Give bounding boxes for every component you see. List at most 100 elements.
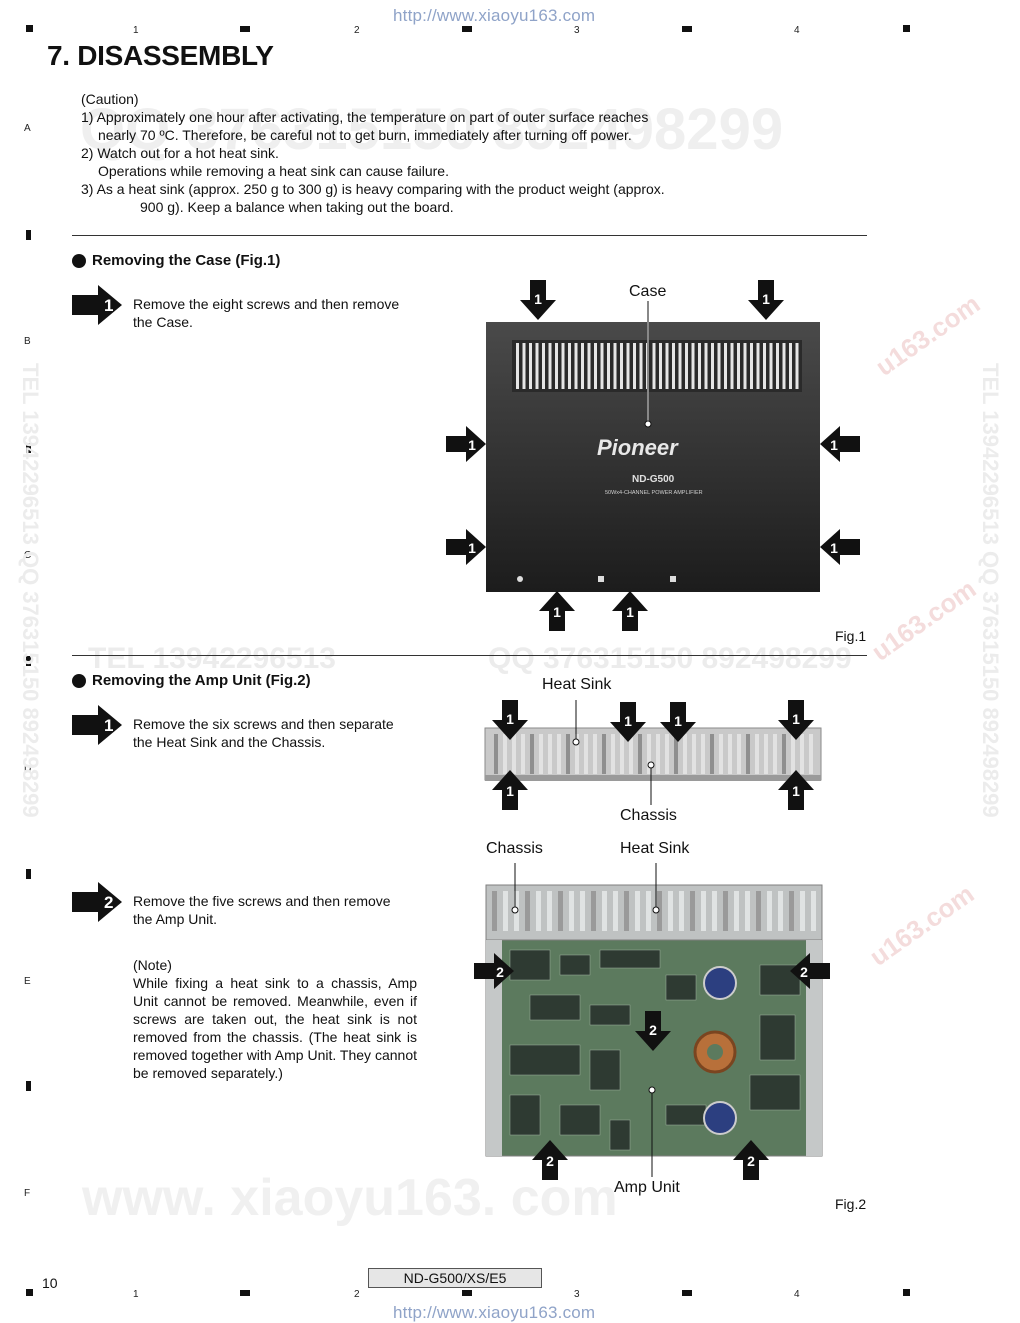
fin <box>593 734 597 774</box>
component <box>665 974 697 1001</box>
header-url[interactable]: http://www.xiaoyu163.com <box>393 6 596 25</box>
screw-arrow-icon: 1 <box>520 280 556 320</box>
fin <box>719 734 723 774</box>
heat-sink-side <box>484 727 822 781</box>
vent-slot <box>743 343 747 389</box>
fin <box>521 734 525 774</box>
fin <box>624 891 629 931</box>
step-arrow-icon: 1 <box>72 705 122 745</box>
vent-slot <box>607 343 610 389</box>
fin <box>683 734 687 774</box>
fin <box>547 891 552 931</box>
vent-slot <box>698 343 701 389</box>
component <box>599 949 661 969</box>
vent-slot <box>633 343 636 389</box>
vent-slot <box>529 343 532 389</box>
vent-slot <box>639 343 643 389</box>
watermark-text: TEL 13942296513 QQ 376315150 892498299 <box>978 363 1003 818</box>
caution-block: (Caution) 1) Approximately one hour afte… <box>81 90 881 216</box>
fin <box>745 891 750 931</box>
fin <box>602 734 606 774</box>
fin <box>668 891 673 931</box>
arrow-shape <box>820 529 860 565</box>
fin <box>656 734 660 774</box>
fin <box>764 734 768 774</box>
vent-slot <box>717 343 721 389</box>
vent-slot <box>789 343 792 389</box>
device-model: ND-G500 <box>632 474 675 485</box>
screw-arrow-icon: 2 <box>474 953 514 989</box>
step-arrow-icon: 2 <box>72 882 122 922</box>
fin <box>767 891 772 931</box>
fig2-label: Fig.2 <box>835 1196 867 1212</box>
arrow-shape <box>446 426 486 462</box>
arrow-shape <box>539 591 575 631</box>
step-number: 1 <box>104 716 113 735</box>
vent-slot <box>795 343 799 389</box>
arrow-number: 2 <box>747 1153 755 1169</box>
screw-arrow-icon: 1 <box>820 529 860 565</box>
caution-line: 900 g). Keep a balance when taking out t… <box>140 199 454 215</box>
capacitor <box>703 1101 737 1135</box>
component <box>559 954 591 976</box>
fin <box>809 734 813 774</box>
arrow-number: 1 <box>792 783 800 799</box>
watermark-text: u163.com <box>869 288 986 382</box>
note-heading: (Note) <box>133 957 172 973</box>
screw-arrow-icon: 1 <box>748 280 784 320</box>
callout-chassis-top: Chassis <box>620 807 677 824</box>
vent-slot <box>672 343 675 389</box>
step-line: Remove the eight screws and then remove <box>133 296 400 312</box>
vent-slot <box>665 343 669 389</box>
arrow-shape <box>446 529 486 565</box>
fin <box>492 891 497 931</box>
edge-mark <box>682 1290 692 1296</box>
edge-mark <box>26 656 31 666</box>
callout-dot <box>644 420 652 428</box>
watermark-text: QQ 376315150 892498299 <box>80 97 784 162</box>
caution-line: Operations while removing a heat sink ca… <box>98 163 449 179</box>
model-code-box: ND-G500/XS/E5 <box>368 1268 542 1288</box>
vent-slot <box>548 343 552 389</box>
fin <box>755 734 759 774</box>
vent-slot <box>769 343 773 389</box>
column-number: 1 <box>133 25 139 36</box>
section-heading-text: Removing the Case (Fig.1) <box>92 252 281 269</box>
screw-arrow-icon: 1 <box>778 770 814 810</box>
footer-url[interactable]: http://www.xiaoyu163.com <box>393 1303 596 1322</box>
fin <box>811 891 816 931</box>
column-number: 3 <box>574 25 580 36</box>
step-text: Remove the eight screws and then remove … <box>133 295 433 331</box>
vent-slot <box>685 343 688 389</box>
screw-arrow-icon: 2 <box>635 1011 671 1051</box>
connector <box>670 576 676 582</box>
arrow-number: 1 <box>674 713 682 729</box>
column-number: 2 <box>354 25 360 36</box>
arrow-shape <box>532 1140 568 1180</box>
capacitor <box>703 966 737 1000</box>
screw-arrow-icon: 1 <box>492 770 528 810</box>
vent-slots <box>512 340 802 392</box>
component <box>589 1004 631 1026</box>
vent-slot <box>522 343 526 389</box>
step-line: Remove the five screws and then remove <box>133 893 391 909</box>
caution-heading: (Caution) <box>81 91 139 107</box>
fin <box>782 734 786 774</box>
board-components <box>509 949 801 1151</box>
arrow-number: 1 <box>626 604 634 620</box>
component <box>749 1074 801 1111</box>
arrow-number: 1 <box>830 540 838 556</box>
fin <box>503 891 508 931</box>
vent-slot <box>691 343 695 389</box>
fin <box>548 734 552 774</box>
component <box>759 1014 796 1061</box>
fin <box>756 891 761 931</box>
arrow-number: 2 <box>800 964 808 980</box>
fin <box>773 734 777 774</box>
arrow-number: 1 <box>534 291 542 307</box>
component <box>509 1044 581 1076</box>
row-letter: A <box>24 123 31 134</box>
callout-heat-sink: Heat Sink <box>620 840 690 857</box>
